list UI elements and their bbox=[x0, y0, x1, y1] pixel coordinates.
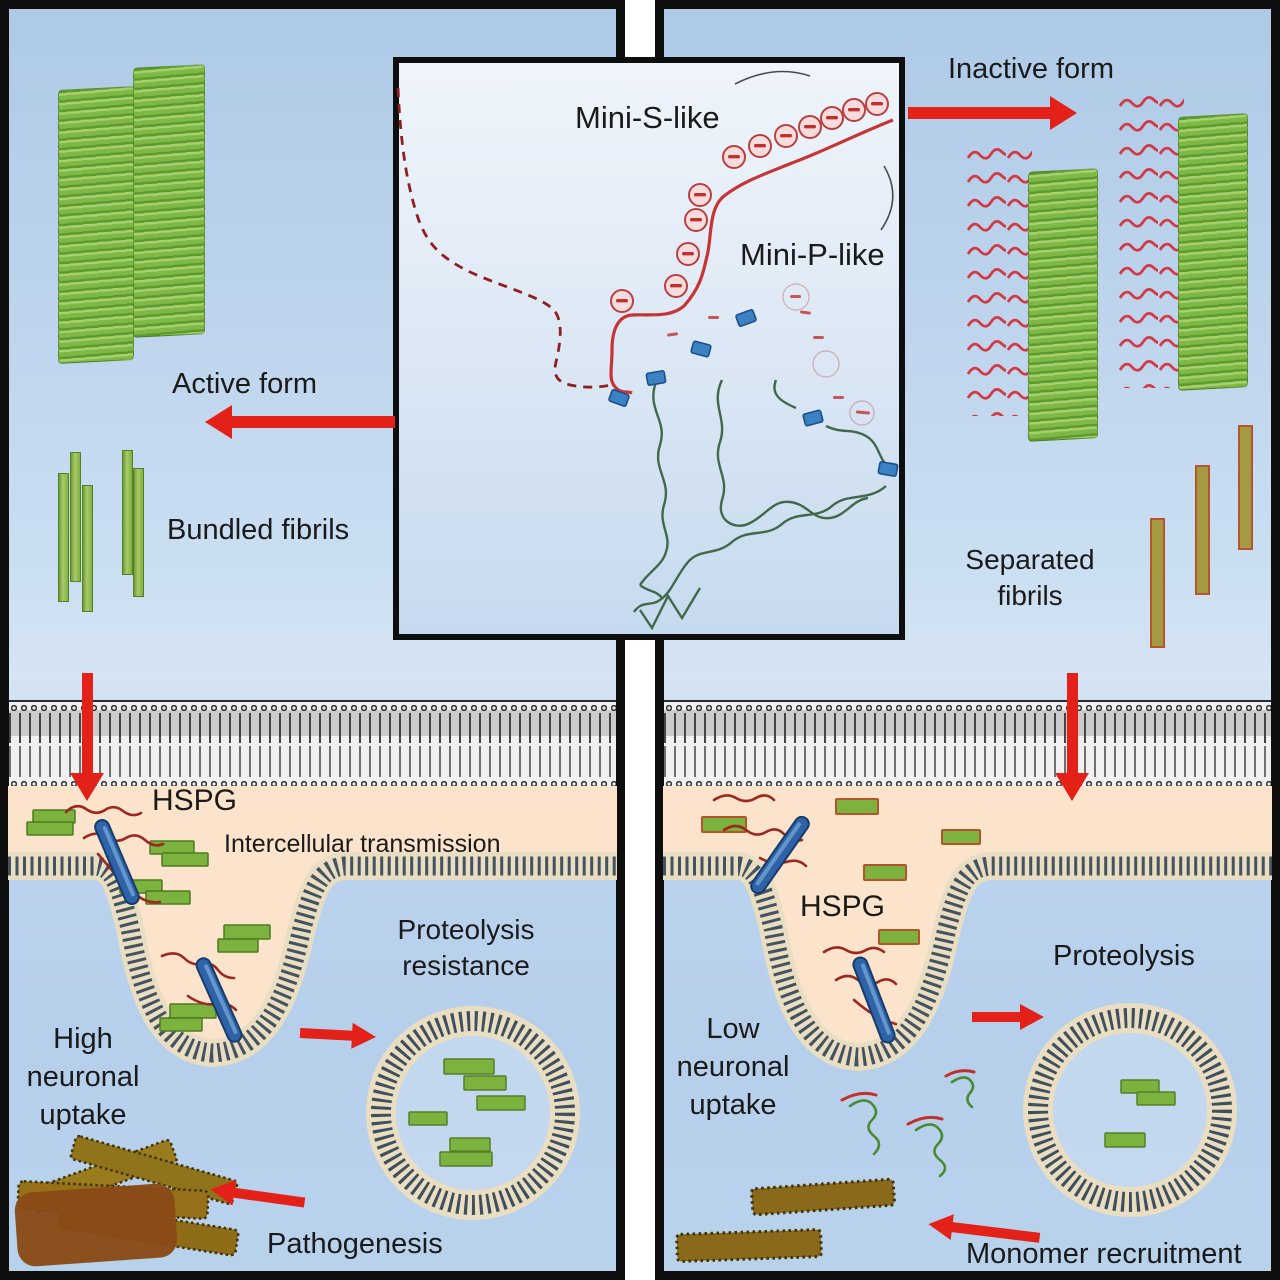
hspg-right-label: HSPG bbox=[800, 890, 886, 923]
inactive-fibril-stack-icon bbox=[1028, 168, 1098, 442]
uptake-line: uptake bbox=[39, 1099, 127, 1131]
hspg-left-label: HSPG bbox=[152, 784, 238, 817]
uptake-line: High bbox=[53, 1023, 113, 1055]
bundled-fibril-bar bbox=[82, 485, 93, 612]
active-fibril-stack-icon bbox=[133, 64, 205, 338]
separated-fibril-bar bbox=[1238, 425, 1253, 550]
active-form-label: Active form bbox=[172, 368, 318, 400]
arrow-inactive-form-icon bbox=[908, 96, 1077, 130]
separated-line: fibrils bbox=[997, 580, 1063, 611]
uptake-line: neuronal bbox=[676, 1051, 790, 1083]
bundled-fibril-bar bbox=[133, 468, 144, 597]
fuzzy-coat-icon bbox=[966, 144, 1032, 416]
inactive-fibril-stack-icon bbox=[1178, 113, 1248, 391]
mini-s-label: Mini-S-like bbox=[575, 100, 720, 135]
free-charge-marks bbox=[667, 283, 875, 426]
proteolysis-resistance-label: Proteolysis resistance bbox=[368, 912, 564, 984]
tau-fragments-right bbox=[701, 798, 981, 945]
mini-s-backbone bbox=[609, 118, 894, 395]
separated-line: Separated bbox=[965, 544, 1095, 575]
right-cell-graphics bbox=[663, 786, 1272, 1263]
endocytic-pit-membrane bbox=[8, 852, 617, 1068]
uptake-line: neuronal bbox=[26, 1061, 140, 1093]
proteolysis-right-label: Proteolysis bbox=[1053, 940, 1195, 972]
arrow-active-form-icon bbox=[205, 405, 395, 439]
hspg-rod-icon bbox=[750, 815, 896, 1044]
hspg-rod-icon bbox=[94, 819, 243, 1043]
left-cell-graphics bbox=[8, 786, 617, 1267]
separated-fibril-bar bbox=[1150, 518, 1165, 648]
high-neuronal-uptake-label: High neuronal uptake bbox=[8, 1020, 158, 1134]
fragments-in-endosome-right bbox=[1104, 1079, 1176, 1148]
tau-monomers bbox=[840, 1069, 976, 1178]
inactive-form-label: Inactive form bbox=[948, 53, 1114, 85]
arrow-uptake-down-left-icon bbox=[70, 673, 104, 803]
pathological-aggregate bbox=[14, 1135, 240, 1267]
arrow-to-endosome-right-icon bbox=[972, 1004, 1044, 1030]
bundled-fibril-bar bbox=[122, 450, 133, 575]
uptake-line: uptake bbox=[689, 1089, 777, 1121]
endosome-left bbox=[366, 1006, 580, 1220]
equilibrium-arc-icon bbox=[734, 70, 894, 231]
proteolysis-line: resistance bbox=[402, 950, 530, 981]
intercellular-transmission-label: Intercellular transmission bbox=[224, 830, 501, 858]
bundled-fibril-bar bbox=[70, 452, 81, 582]
uptake-line: Low bbox=[706, 1013, 760, 1045]
bundled-fibrils-label: Bundled fibrils bbox=[167, 514, 350, 546]
phf6-motif-icon bbox=[608, 309, 899, 477]
monomer-recruitment-label: Monomer recruitment bbox=[966, 1238, 1242, 1270]
conformation-inset-box bbox=[393, 57, 905, 640]
active-fibril-stack-icon bbox=[58, 86, 134, 364]
endocytic-pit-membrane bbox=[663, 852, 1272, 1072]
charged-bead-icon bbox=[610, 92, 889, 313]
proteolysis-line: Proteolysis bbox=[397, 914, 535, 945]
separated-fibrils-label: Separated fibrils bbox=[940, 542, 1120, 614]
separated-fibril-bar bbox=[1195, 465, 1210, 595]
plasma-membrane-left bbox=[9, 700, 616, 790]
tau-fragments-left bbox=[26, 809, 271, 1032]
endosome-right bbox=[1023, 1003, 1237, 1217]
conformation-inset-graphics bbox=[396, 70, 899, 631]
mini-p-label: Mini-P-like bbox=[740, 237, 885, 272]
low-neuronal-uptake-label: Low neuronal uptake bbox=[658, 1010, 808, 1124]
mini-p-chain bbox=[633, 379, 891, 631]
arrow-to-endosome-left-icon bbox=[299, 1020, 377, 1050]
recruiting-fibrils bbox=[675, 1177, 896, 1263]
pathogenesis-label: Pathogenesis bbox=[267, 1228, 443, 1260]
disordered-tail-dashed bbox=[396, 87, 612, 389]
arrow-uptake-down-right-icon bbox=[1055, 673, 1089, 803]
fuzzy-coat-icon bbox=[1118, 92, 1184, 388]
fragments-in-endosome-left bbox=[408, 1058, 526, 1167]
bundled-fibril-bar bbox=[58, 473, 69, 602]
